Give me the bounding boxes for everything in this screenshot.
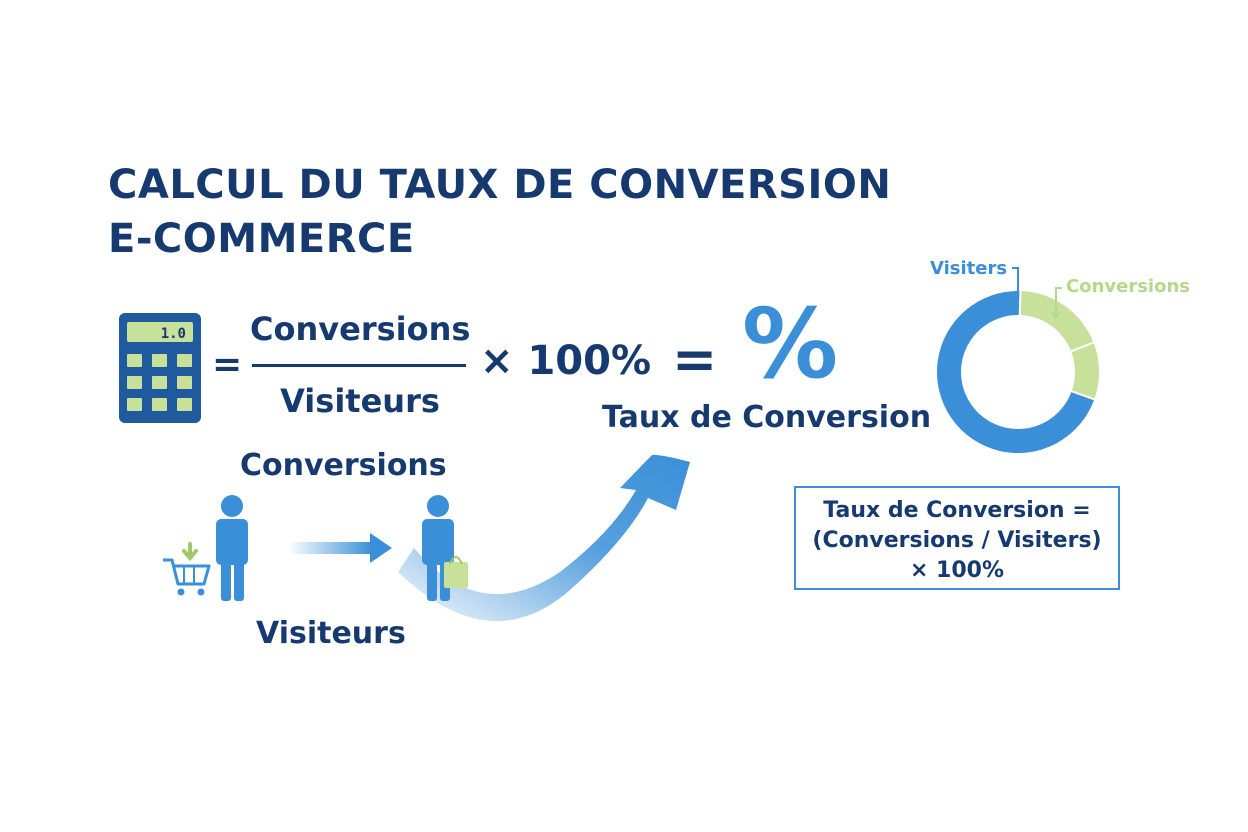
fraction-bar (252, 364, 466, 367)
formula-box-line-1: Taux de Conversion = (823, 498, 1091, 523)
result-label: Taux de Conversion (602, 400, 932, 435)
percent-symbol: % (742, 288, 839, 400)
equals-sign: = (212, 344, 243, 385)
title-line-2: E-COMMERCE (108, 216, 415, 262)
formula-box-line-3: × 100% (909, 558, 1005, 583)
legend-visitors: Visiters (930, 258, 1008, 279)
formula-box-line-2: (Conversions / Visiters) (812, 528, 1102, 553)
legend-leader-visitors (1012, 267, 1019, 292)
title-line-1: CALCUL DU TAUX DE CONVERSION (108, 162, 892, 208)
donut-divider (1069, 341, 1095, 353)
calculator-icon: 1.0 (119, 313, 201, 423)
calculator-display: 1.0 (161, 326, 186, 342)
fraction-numerator: Conversions (250, 310, 471, 348)
legend-conversions: Conversions (1066, 276, 1190, 297)
donut-slice-visitors (935, 289, 1097, 455)
formula-box: Taux de Conversion = (Conversions / Visi… (794, 486, 1120, 590)
fraction-denominator: Visiteurs (280, 382, 440, 420)
multiplier: × 100% (480, 338, 652, 384)
legend-leader-conversions (1051, 287, 1062, 320)
flow-label-conversions: Conversions (240, 448, 447, 483)
straight-arrow-icon (288, 533, 392, 563)
flow-label-visitors: Visiteurs (256, 616, 406, 651)
curved-arrow-icon (398, 454, 690, 622)
person-icon (216, 495, 248, 601)
result-equals-sign: = (672, 328, 718, 391)
shopping-bag-icon (444, 556, 468, 588)
shopping-cart-icon (163, 542, 211, 596)
page-title: CALCUL DU TAUX DE CONVERSION E-COMMERCE (108, 158, 891, 266)
donut-chart (935, 289, 1101, 455)
